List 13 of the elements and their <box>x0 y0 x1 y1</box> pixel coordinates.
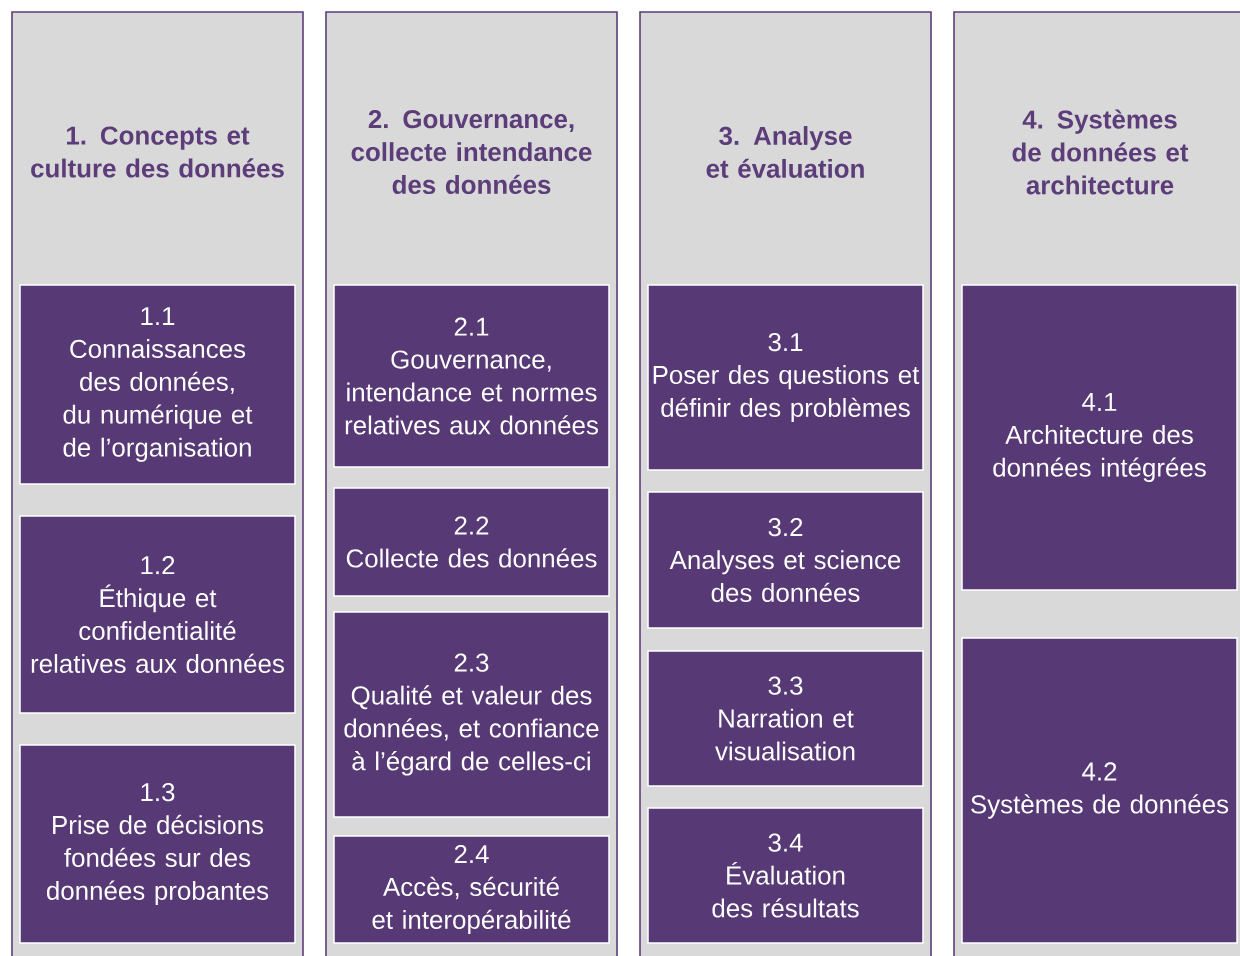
topic-box: 2.3 Qualité et valeur des données, et confiance à l’égard de celles-ci <box>333 611 610 818</box>
topic-box: 2.1 Gouvernance, intendance et normes relatives aux données <box>333 284 610 468</box>
topic-box: 3.2 Analyses et science des données <box>647 491 924 629</box>
topic-box: 1.1 Connaissances des données, du numérique et de l’organisation <box>19 284 296 485</box>
topic-box: 2.4 Accès, sécurité et interopérabilité <box>333 835 610 944</box>
topic-box: 1.2 Éthique et confidentialité relatives aux données <box>19 515 296 714</box>
topic-box: 3.3 Narration et visualisation <box>647 650 924 787</box>
topic-box: 1.3 Prise de décisions fondées sur des données probantes <box>19 744 296 944</box>
topic-box: 4.1 Architecture des données intégrées <box>961 284 1238 591</box>
topic-box: 2.2 Collecte des données <box>333 487 610 597</box>
topic-box: 3.4 Évaluation des résultats <box>647 807 924 944</box>
topic-box: 3.1 Poser des questions et définir des problèmes <box>647 284 924 471</box>
topic-box: 4.2 Systèmes de données <box>961 637 1238 944</box>
